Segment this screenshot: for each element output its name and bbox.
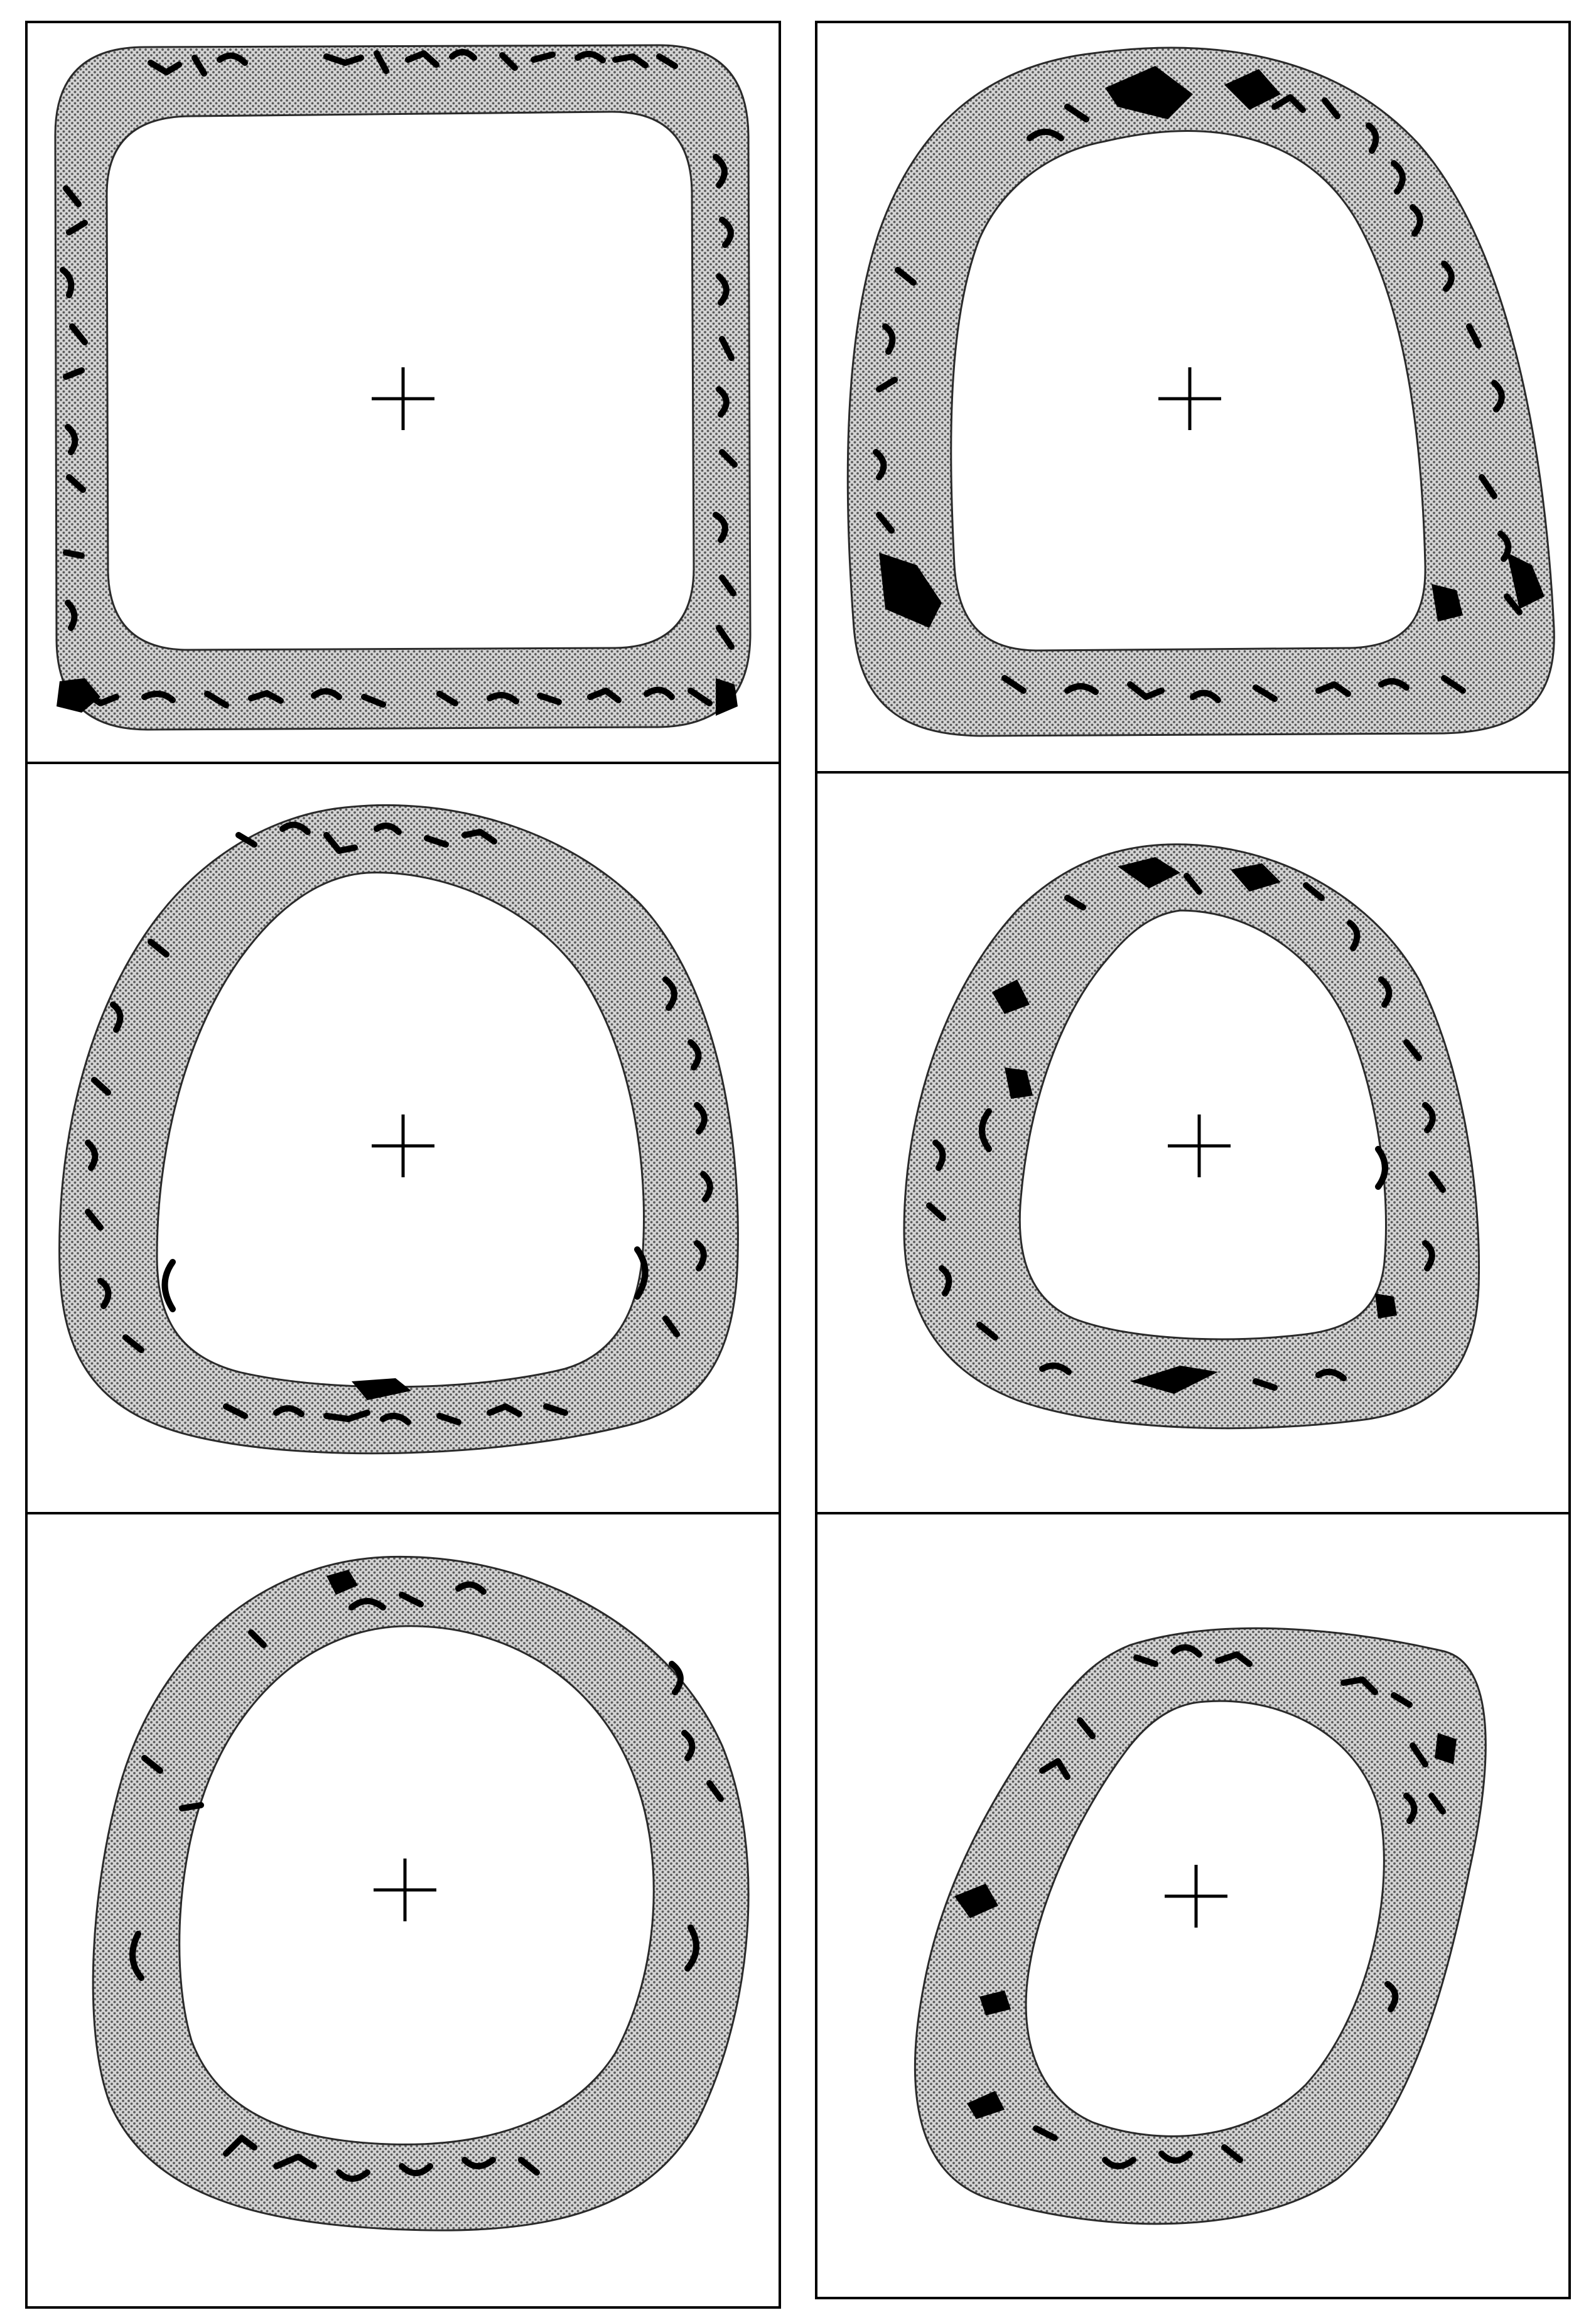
- crosshair-icon: [1168, 1114, 1231, 1177]
- bone-ring: [58, 804, 739, 1455]
- crosshair-icon: [372, 1114, 434, 1177]
- canal-marks: [873, 66, 1545, 703]
- panel-frame: [25, 1512, 781, 2309]
- crosshair-icon: [1158, 367, 1221, 430]
- canal-marks: [57, 49, 738, 716]
- crosshair-icon: [374, 1859, 436, 1921]
- canal-marks: [129, 1570, 724, 2182]
- panel-left-top: [25, 21, 781, 764]
- crosshair-icon: [372, 367, 434, 430]
- bone-ring: [903, 843, 1480, 1430]
- panel-right-top: [815, 21, 1571, 774]
- panel-right-bottom: [815, 1512, 1571, 2299]
- panel-left-bottom: [25, 1512, 781, 2309]
- canal-marks: [954, 1644, 1457, 2169]
- panel-frame: [815, 1512, 1571, 2299]
- bone-ring: [914, 1627, 1487, 2225]
- panel-left-middle: [25, 762, 781, 1514]
- panel-right-middle: [815, 771, 1571, 1514]
- bone-ring: [846, 46, 1555, 737]
- bone-ring: [92, 1555, 750, 2231]
- canal-marks: [926, 857, 1446, 1394]
- bone-ring: [54, 44, 752, 731]
- crosshair-icon: [1165, 1865, 1227, 1928]
- canal-marks: [85, 821, 713, 1425]
